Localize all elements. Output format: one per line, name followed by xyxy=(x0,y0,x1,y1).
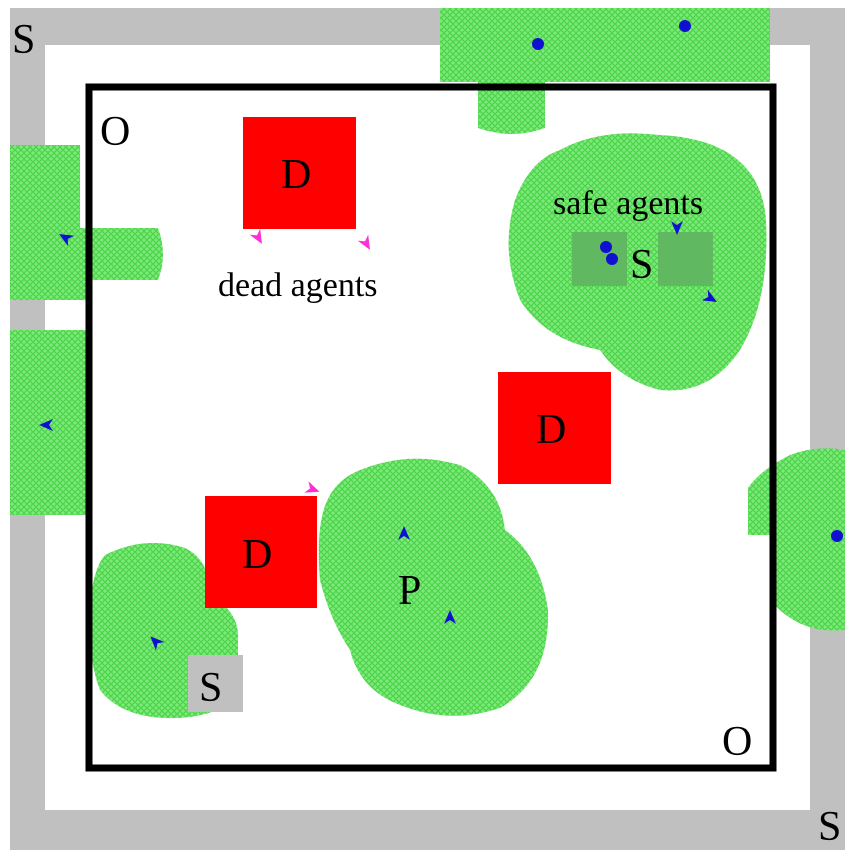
corner-label-o-bottom-right: O xyxy=(722,719,752,765)
agent-arrow xyxy=(398,526,410,540)
agent-dot xyxy=(600,241,612,253)
coverage-areas xyxy=(10,8,845,719)
danger-label-middle: D xyxy=(536,407,566,453)
dead-agents-caption: dead agents xyxy=(218,267,378,304)
safe-zone-right-right-half xyxy=(658,232,713,286)
danger-zone-middle xyxy=(498,372,611,484)
dead-agent-arrow xyxy=(357,234,370,250)
safe-agent-dots xyxy=(532,20,843,542)
agent-dot xyxy=(532,38,544,50)
dead-agent-arrows xyxy=(249,228,370,493)
room-wall xyxy=(85,83,777,772)
agent-arrow xyxy=(59,234,75,247)
agent-dot xyxy=(606,253,618,265)
agent-dot xyxy=(679,20,691,32)
labels: S S O O D D D S S P dead agents safe age… xyxy=(12,17,841,850)
danger-zone-left xyxy=(205,496,317,608)
agent-arrow xyxy=(39,419,53,431)
safe-zone-label-bottom-left: S xyxy=(199,665,222,711)
safe-border-frame xyxy=(10,8,845,850)
coverage-area-top xyxy=(440,8,770,134)
agent-arrow xyxy=(701,289,717,302)
safe-zone-bottom-left xyxy=(188,655,243,712)
danger-zone-top xyxy=(243,117,356,229)
agent-arrow xyxy=(444,610,456,624)
coverage-area-left-upper xyxy=(10,145,163,300)
corner-label-o-top-left: O xyxy=(100,109,130,155)
safe-zone-label-right: S xyxy=(630,242,653,288)
dead-agent-arrow xyxy=(304,481,320,493)
agent-arrow xyxy=(671,221,683,235)
danger-label-left: D xyxy=(242,532,272,578)
coverage-area-right-edge xyxy=(748,448,845,631)
danger-label-top: D xyxy=(281,152,311,198)
safe-agents-caption: safe agents xyxy=(553,185,703,222)
pursuer-label: P xyxy=(398,568,421,614)
corner-label-s-bottom-right: S xyxy=(818,804,841,850)
agent-arrow xyxy=(150,636,165,651)
coverage-area-pursuer xyxy=(318,458,549,716)
coverage-area-safe-right xyxy=(508,133,767,391)
safe-zone-right-left-half xyxy=(572,232,627,286)
moving-agent-arrows xyxy=(39,221,717,651)
corner-label-s-top-left: S xyxy=(12,17,35,63)
agent-dot xyxy=(831,530,843,542)
dead-agent-arrow xyxy=(249,228,262,244)
